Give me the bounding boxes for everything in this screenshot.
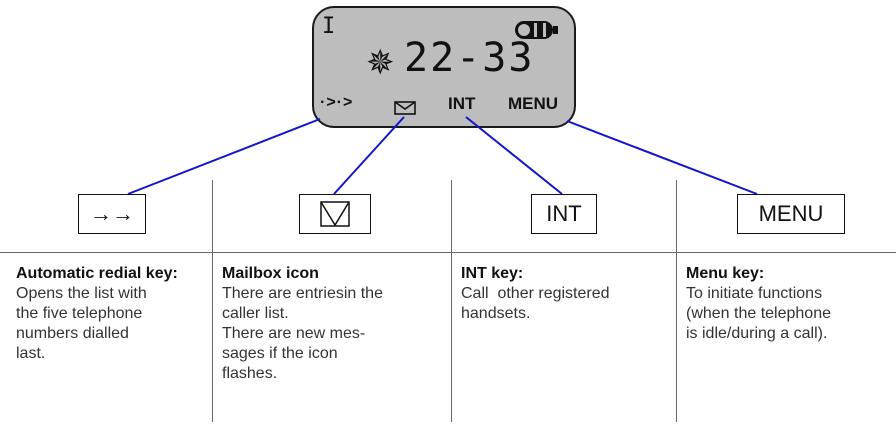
table-divider: [0, 252, 896, 253]
display-envelope-icon: [394, 101, 416, 115]
menu-key: MENU: [737, 194, 845, 234]
connector-redial: [127, 118, 321, 195]
mailbox-key: [299, 194, 371, 234]
int-title: INT key:: [461, 265, 524, 282]
menu-line: (when the telephone: [686, 305, 831, 322]
redial-title: Automatic redial key:: [16, 265, 178, 282]
redial-line: Opens the list with: [16, 285, 147, 302]
mailbox-description: Mailbox icon There are entriesin the cal…: [222, 264, 442, 384]
battery-icon: [515, 21, 558, 39]
handset-display: I ✵ 22-33 ·>·> INT MENU: [312, 6, 576, 128]
redial-line: last.: [16, 345, 46, 362]
redial-line: numbers dialled: [16, 325, 129, 342]
mailbox-line: There are new mes-: [222, 325, 366, 342]
display-line-indicator: I: [322, 14, 336, 39]
int-description: INT key: Call other registered handsets.: [461, 264, 671, 324]
int-key: INT: [531, 194, 597, 234]
antenna-star-icon: ✵: [366, 44, 395, 82]
display-number: 22-33: [404, 35, 535, 81]
mailbox-line: flashes.: [222, 365, 278, 382]
menu-title: Menu key:: [686, 265, 765, 282]
connector-mailbox: [333, 116, 405, 195]
envelope-icon: [320, 201, 350, 227]
menu-line: To initiate functions: [686, 285, 823, 302]
connector-menu: [566, 120, 758, 195]
connector-int: [465, 116, 563, 195]
redial-description: Automatic redial key: Opens the list wit…: [16, 264, 206, 364]
menu-line: is idle/during a call).: [686, 325, 828, 342]
display-menu-label: MENU: [508, 94, 559, 113]
display-redial-symbol: ·>·>: [320, 94, 354, 111]
menu-description: Menu key: To initiate functions (when th…: [686, 264, 896, 344]
mailbox-line: caller list.: [222, 305, 289, 322]
column-divider-3: [676, 180, 677, 422]
mailbox-line: There are entriesin the: [222, 285, 383, 302]
int-line: Call other registered: [461, 285, 610, 302]
column-divider-1: [212, 180, 213, 422]
display-int-label: INT: [448, 94, 476, 113]
mailbox-line: sages if the icon: [222, 345, 338, 362]
column-divider-2: [451, 180, 452, 422]
int-line: handsets.: [461, 305, 531, 322]
redial-line: the five telephone: [16, 305, 143, 322]
mailbox-title: Mailbox icon: [222, 265, 319, 282]
redial-key: →→: [78, 194, 146, 234]
